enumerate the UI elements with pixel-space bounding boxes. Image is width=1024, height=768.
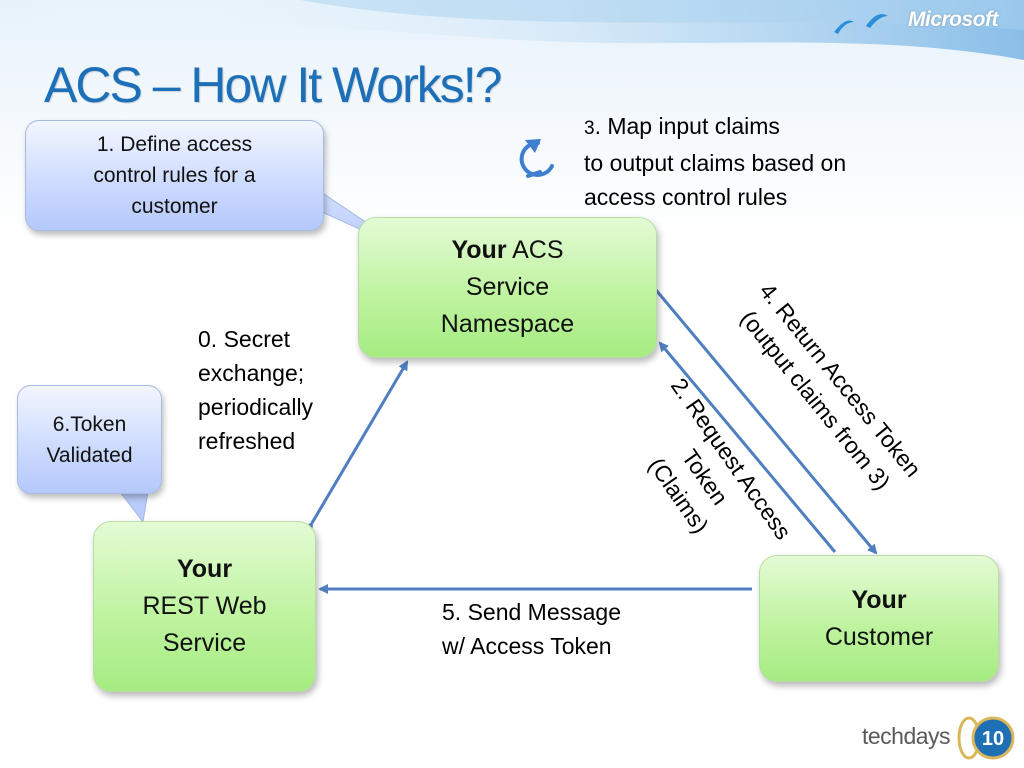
callout-validated-line1: 6.Token bbox=[52, 412, 127, 436]
step-map-line3: access control rules bbox=[584, 184, 788, 210]
step-map-claims-label: 3. Map input claims to output claims bas… bbox=[584, 109, 944, 214]
node-acs-line1: ACS bbox=[506, 236, 564, 264]
callout-token-validated: 6.Token Validated bbox=[17, 385, 162, 494]
step-secret-line3: periodically bbox=[198, 394, 314, 420]
node-rest-line2: REST Web bbox=[142, 592, 267, 620]
step-send-line1: 5. Send Message bbox=[442, 599, 622, 625]
callout-define-line3: customer bbox=[131, 195, 218, 218]
node-customer: Your Customer bbox=[759, 555, 999, 682]
node-customer-bold: Your bbox=[851, 585, 907, 614]
slide-title: ACS – How It Works!? bbox=[44, 57, 502, 113]
step-map-number: 3 bbox=[584, 118, 595, 139]
step-secret-line1: 0. Secret bbox=[198, 326, 291, 352]
node-customer-line2: Customer bbox=[824, 622, 934, 651]
step-secret-line4: refreshed bbox=[198, 428, 296, 454]
step-secret-line2: exchange; bbox=[198, 360, 305, 386]
node-rest-line3: Service bbox=[162, 629, 247, 657]
techdays-badge-number: 10 bbox=[982, 728, 1004, 750]
node-acs-line2: Service bbox=[465, 273, 550, 301]
step-request-line2: Token bbox=[676, 444, 734, 510]
techdays-logo-text: techdays bbox=[862, 723, 951, 749]
callout-define-line1: 1. Define access bbox=[96, 133, 253, 156]
microsoft-birds-icon bbox=[834, 14, 888, 34]
callout-validated-line2: Validated bbox=[46, 443, 133, 467]
callout-define-line2: control rules for a bbox=[93, 164, 256, 187]
step-map-line1: . Map input claims bbox=[594, 113, 780, 139]
step-send-line2: w/ Access Token bbox=[442, 633, 612, 659]
microsoft-logo: Microsoft bbox=[908, 8, 999, 31]
node-rest-web-service: Your REST Web Service bbox=[93, 521, 316, 692]
node-rest-bold: Your bbox=[176, 555, 233, 583]
step-secret-exchange-label: 0. Secret exchange; periodically refresh… bbox=[198, 322, 358, 458]
node-acs-line3: Namespace bbox=[440, 310, 575, 338]
step-send-message-label: 5. Send Message w/ Access Token bbox=[442, 595, 702, 663]
step-map-line2: to output claims based on bbox=[584, 150, 847, 176]
node-acs-namespace: Your ACS Service Namespace bbox=[358, 217, 657, 358]
callout-define-rules: 1. Define access control rules for a cus… bbox=[25, 120, 324, 231]
node-acs-bold: Your bbox=[451, 236, 507, 264]
techdays-10-badge-icon: 10 bbox=[957, 716, 1015, 760]
callout-validated-tail bbox=[118, 491, 149, 524]
refresh-icon bbox=[519, 139, 554, 178]
